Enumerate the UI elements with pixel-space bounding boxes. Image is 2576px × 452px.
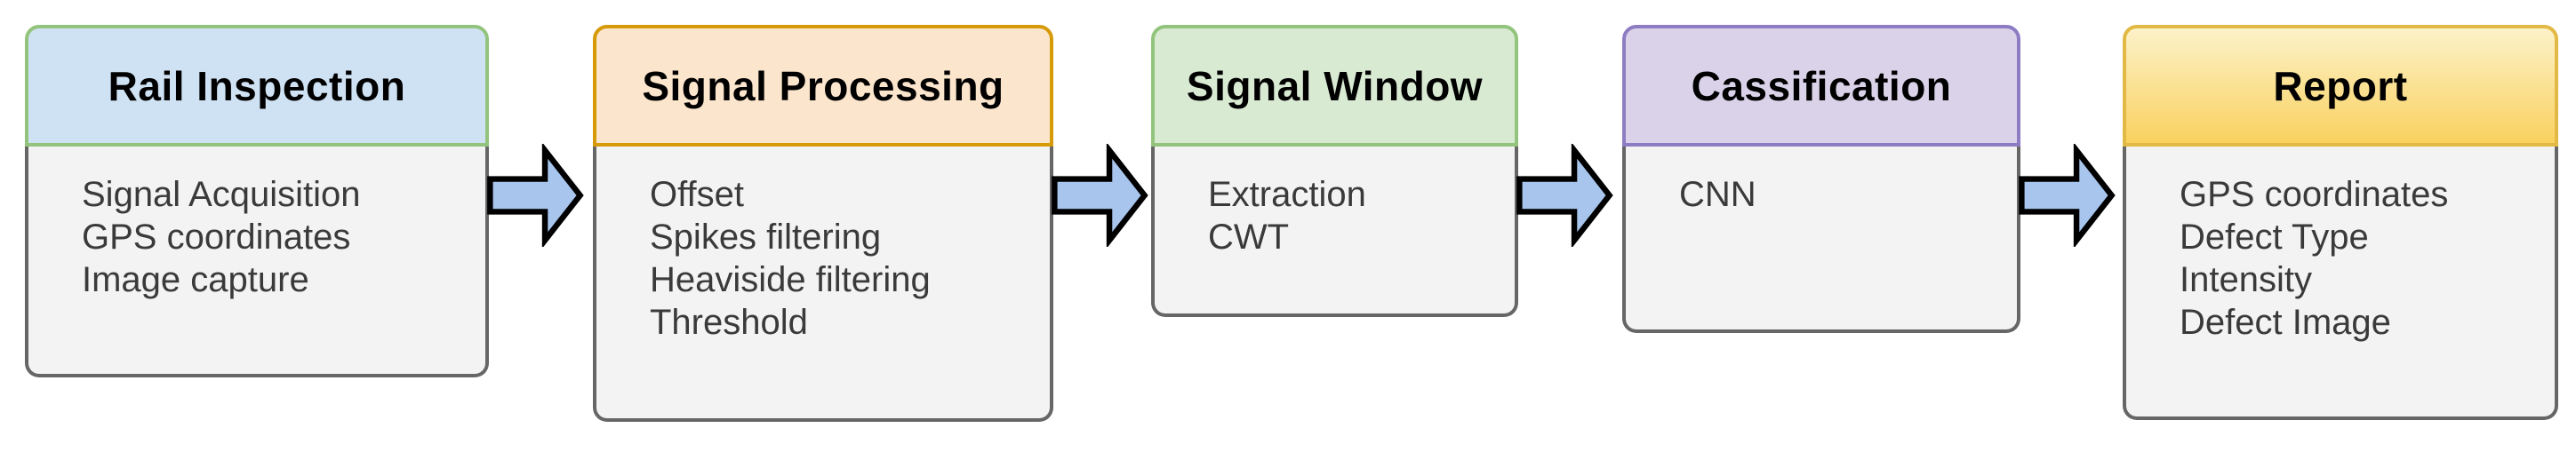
list-item: Spikes filtering bbox=[650, 218, 882, 257]
list-item: CNN bbox=[1679, 175, 1756, 214]
list-item: Offset bbox=[650, 175, 744, 214]
list-item: Signal Acquisition bbox=[82, 175, 361, 214]
flow-arrow-icon bbox=[1052, 144, 1148, 247]
flow-arrow-icon bbox=[2019, 144, 2116, 247]
stage-title: Signal Window bbox=[1186, 62, 1484, 109]
stage-header: Report bbox=[2123, 25, 2558, 147]
list-item: Intensity bbox=[2180, 260, 2312, 299]
stage-header: Signal Window bbox=[1151, 25, 1518, 147]
stage-item-list: Signal Acquisition GPS coordinates Image… bbox=[28, 147, 485, 301]
stage-header: Signal Processing bbox=[593, 25, 1053, 147]
stage-report: Report GPS coordinates Defect Type Inten… bbox=[2123, 25, 2558, 420]
list-item: Threshold bbox=[650, 303, 808, 342]
stage-cassification: Cassification CNN bbox=[1622, 25, 2020, 333]
list-item: Heaviside filtering bbox=[650, 260, 931, 299]
stage-body: CNN bbox=[1622, 147, 2020, 333]
stage-body: Extraction CWT bbox=[1151, 147, 1518, 317]
stage-signal-processing: Signal Processing Offset Spikes filterin… bbox=[593, 25, 1053, 422]
list-item: CWT bbox=[1208, 218, 1290, 257]
stage-title: Report bbox=[2273, 62, 2408, 109]
list-item: Image capture bbox=[82, 260, 309, 299]
list-item: Defect Image bbox=[2180, 303, 2391, 342]
stage-title: Rail Inspection bbox=[108, 62, 406, 109]
stage-header: Cassification bbox=[1622, 25, 2020, 147]
stage-rail-inspection: Rail Inspection Signal Acquisition GPS c… bbox=[25, 25, 489, 377]
list-item: Extraction bbox=[1208, 175, 1366, 214]
stage-item-list: Offset Spikes filtering Heaviside filter… bbox=[596, 147, 1050, 344]
list-item: Defect Type bbox=[2180, 218, 2369, 257]
stage-body: Offset Spikes filtering Heaviside filter… bbox=[593, 147, 1053, 422]
stage-title: Signal Processing bbox=[642, 62, 1004, 109]
stage-header: Rail Inspection bbox=[25, 25, 489, 147]
stage-body: GPS coordinates Defect Type Intensity De… bbox=[2123, 147, 2558, 420]
stage-title: Cassification bbox=[1691, 62, 1952, 109]
list-item: GPS coordinates bbox=[82, 218, 351, 257]
list-item: GPS coordinates bbox=[2180, 175, 2449, 214]
stage-item-list: GPS coordinates Defect Type Intensity De… bbox=[2126, 147, 2555, 344]
stage-item-list: CNN bbox=[1626, 147, 2017, 216]
stage-item-list: Extraction CWT bbox=[1155, 147, 1515, 258]
flow-arrow-icon bbox=[1516, 144, 1613, 247]
flow-arrow-icon bbox=[487, 144, 584, 247]
stage-body: Signal Acquisition GPS coordinates Image… bbox=[25, 147, 489, 377]
stage-signal-window: Signal Window Extraction CWT bbox=[1151, 25, 1518, 317]
